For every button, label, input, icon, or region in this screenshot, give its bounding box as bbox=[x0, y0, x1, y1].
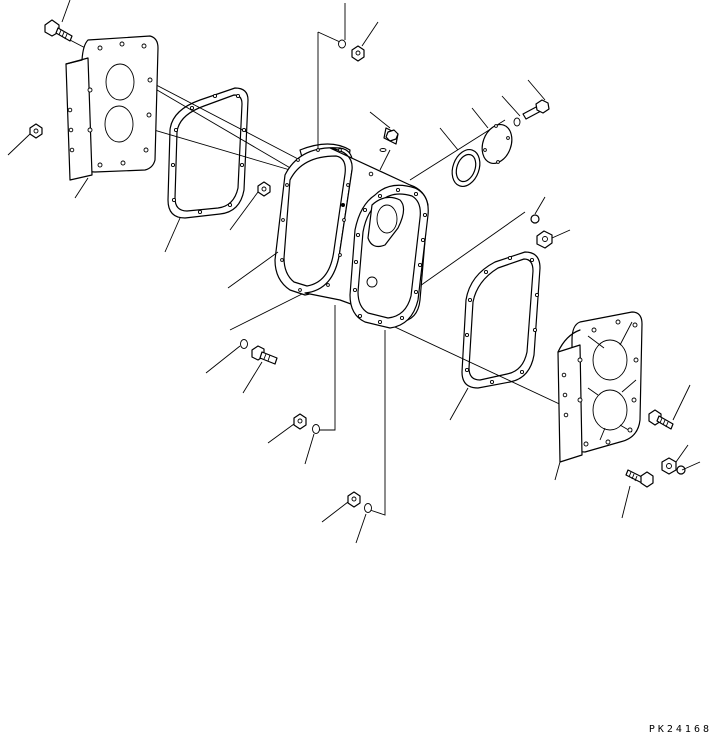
nut-right-lower-icon bbox=[661, 457, 686, 475]
inspection-gasket bbox=[451, 149, 481, 187]
washer-bottom-icon bbox=[364, 503, 372, 513]
bolt-right-lower-icon bbox=[625, 469, 654, 488]
bolt-lower-left-icon bbox=[251, 345, 278, 365]
inspection-cover bbox=[481, 124, 513, 164]
nut-bottom-icon bbox=[347, 491, 361, 508]
left-end-cover bbox=[65, 35, 159, 181]
breather-plug-icon bbox=[368, 127, 399, 177]
nut-right-icon bbox=[536, 230, 553, 249]
bolt-housing-left-icon bbox=[257, 181, 271, 197]
bolt-inspection-icon bbox=[513, 99, 550, 127]
bolt-top-left-icon bbox=[44, 19, 73, 42]
plug-right-icon bbox=[530, 214, 540, 224]
nut-top-icon bbox=[351, 45, 365, 62]
washer-lower-left-icon bbox=[240, 339, 248, 349]
washer-lower-mid-icon bbox=[312, 424, 320, 434]
right-end-cover bbox=[557, 311, 643, 463]
nut-left-icon bbox=[29, 123, 43, 139]
bolt-right-upper-icon bbox=[648, 409, 674, 430]
left-gasket bbox=[167, 87, 249, 219]
main-housing bbox=[274, 143, 429, 329]
drawing-code-label: PK24168 bbox=[648, 724, 712, 735]
washer-top-icon bbox=[338, 39, 346, 49]
nut-lower-mid-icon bbox=[293, 413, 307, 430]
right-gasket bbox=[461, 251, 541, 389]
leader-lines bbox=[7, 0, 701, 544]
